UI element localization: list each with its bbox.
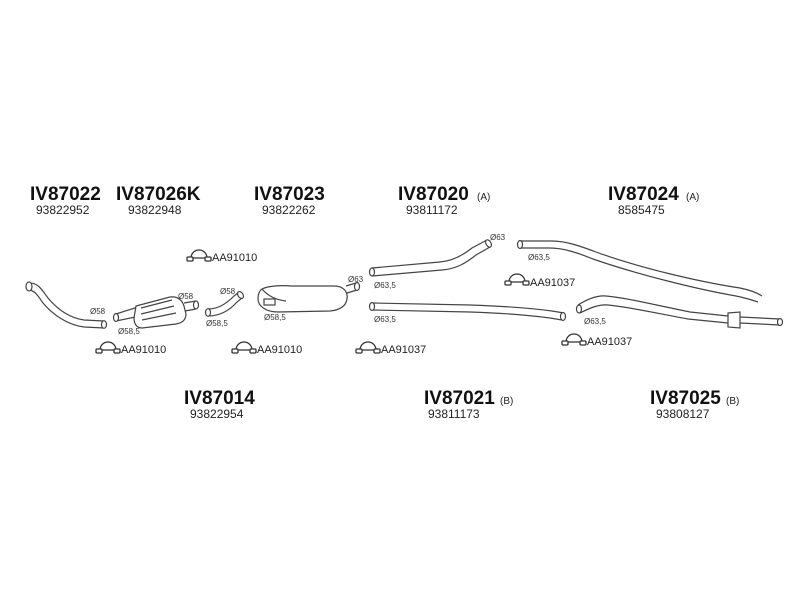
part-number: IV87025 [650,388,721,409]
part-number: IV87026K [116,184,201,205]
variant-suffix: (A) [686,192,699,203]
oem-number: 93822952 [36,203,90,217]
clamp-aa91010-middle[interactable]: AA91010 [231,341,302,356]
intermediate-pipe-a-drawing[interactable]: Ø63 Ø63,5 [368,233,506,290]
clamp-icon [355,341,381,354]
part-number: IV87023 [254,184,325,205]
part-label-iv87023[interactable]: IV87023 93822262 [254,184,325,217]
diameter-label: Ø58,5 [206,319,228,328]
clamp-aa91037-right[interactable]: AA91037 [561,333,632,348]
oem-number: 93811173 [428,407,480,421]
diameter-label: Ø63,5 [584,317,606,326]
oem-number: 93808127 [656,407,710,421]
part-number: IV87020 [398,184,469,205]
diameter-label: Ø63,5 [374,281,396,290]
oem-number: 93822948 [128,203,182,217]
diameter-label: Ø58 [178,292,194,301]
part-label-iv87025[interactable]: IV87025 (B) 93808127 [650,388,739,421]
part-label-iv87020[interactable]: IV87020 (A) 93811172 [398,184,490,217]
part-label-iv87022[interactable]: IV87022 93822952 [30,184,101,217]
diameter-label: Ø58,5 [118,327,140,336]
part-label-iv87024[interactable]: IV87024 (A) 8585475 [608,184,699,217]
diameter-label: Ø63 [490,233,506,242]
front-pipe-drawing[interactable]: Ø58 [25,281,108,329]
link-pipe-drawing[interactable]: Ø58 Ø58,5 [204,287,245,328]
part-number: IV87024 [608,184,679,205]
clamp-code: AA91010 [257,344,302,356]
clamp-code: AA91010 [121,344,166,356]
oem-number: 8585475 [618,203,665,217]
clamp-code: AA91037 [381,344,426,356]
part-label-iv87014[interactable]: IV87014 93822954 [184,388,255,421]
diameter-label: Ø63 [348,275,364,284]
part-number: IV87021 [424,388,495,409]
diameter-label: Ø63,5 [374,315,396,324]
middle-silencer-drawing[interactable]: Ø63 Ø58,5 [257,275,364,322]
diameter-label: Ø58,5 [264,313,286,322]
variant-suffix: (B) [726,396,739,407]
variant-suffix: (B) [500,396,513,407]
clamp-aa91010-top[interactable]: AA91010 [186,249,257,264]
clamp-icon [95,341,121,354]
clamp-aa91037-lower-left[interactable]: AA91037 [355,341,426,356]
clamp-icon [186,249,212,262]
rear-pipe-b-drawing[interactable]: Ø63,5 [575,295,784,329]
clamp-code: AA91010 [212,252,257,264]
part-label-iv87026k[interactable]: IV87026K 93822948 [116,184,201,217]
clamp-icon [231,341,257,354]
clamp-code: AA91037 [530,277,575,289]
clamp-icon [561,333,587,346]
part-number: IV87014 [184,388,255,409]
diameter-label: Ø63,5 [528,253,550,262]
intermediate-pipe-b-drawing[interactable]: Ø63,5 [368,301,567,325]
variant-suffix: (A) [477,192,490,203]
part-label-iv87021[interactable]: IV87021 (B) 93811173 [424,388,513,421]
clamp-aa91010-left[interactable]: AA91010 [95,341,166,356]
clamp-icon [504,273,530,286]
diameter-label: Ø58 [220,287,236,296]
diameter-label: Ø58 [90,307,106,316]
catalytic-converter-drawing[interactable]: Ø58 Ø58,5 [112,292,200,336]
oem-number: 93822262 [262,203,316,217]
rear-pipe-a-drawing[interactable]: Ø63,5 [516,239,763,303]
clamp-code: AA91037 [587,336,632,348]
part-number: IV87022 [30,184,101,205]
oem-number: 93822954 [190,407,244,421]
clamp-aa91037-upper[interactable]: AA91037 [504,273,575,289]
oem-number: 93811172 [406,203,458,217]
